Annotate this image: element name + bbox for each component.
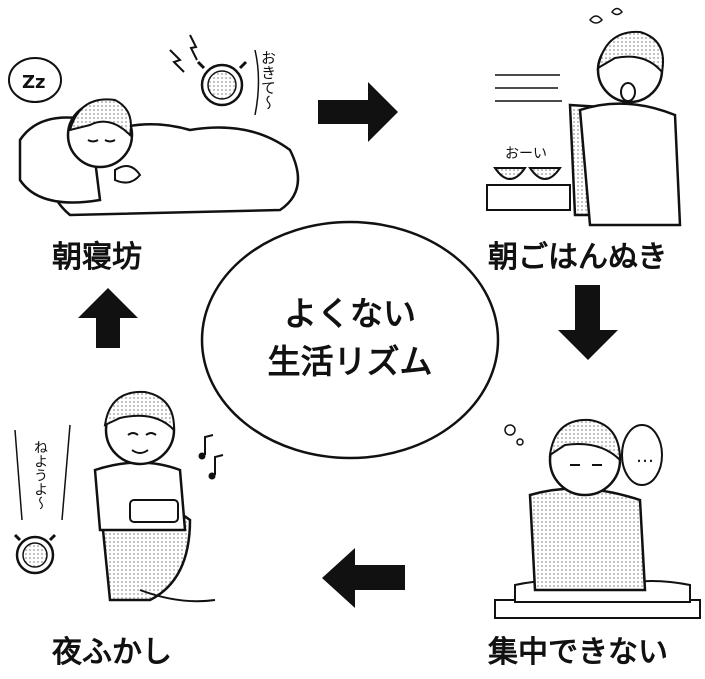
breakfast-speech-text: おーい	[505, 146, 547, 162]
arrow-down	[558, 285, 618, 360]
panel-late-night-illustration	[13, 390, 224, 603]
stage-label-late-night: 夜ふかし	[52, 635, 172, 670]
stage-label-oversleep: 朝寝坊	[52, 240, 142, 275]
stage-label-no-breakfast: 朝ごはんぬき	[488, 240, 668, 275]
center-ellipse	[200, 220, 500, 460]
panel-oversleep-illustration	[8, 34, 300, 217]
sleep-speech-text: Zz	[22, 72, 46, 93]
stage-label-cant-concentrate: 集中できない	[488, 635, 668, 670]
center-title: よくない 生活リズム	[205, 240, 495, 440]
panel-concentrate-illustration	[494, 418, 701, 619]
alarm-speech-text: おきて〜	[259, 50, 277, 110]
late-night-speech-text: ねようよ〜	[32, 440, 48, 510]
concentrate-speech-text: …	[636, 446, 654, 467]
arrow-up	[78, 288, 138, 348]
center-title-line1: よくない	[284, 294, 416, 333]
arrow-right	[318, 82, 398, 142]
center-title-line2: 生活リズム	[267, 342, 433, 381]
arrow-left	[322, 548, 405, 608]
panel-breakfast-illustration	[486, 7, 682, 227]
